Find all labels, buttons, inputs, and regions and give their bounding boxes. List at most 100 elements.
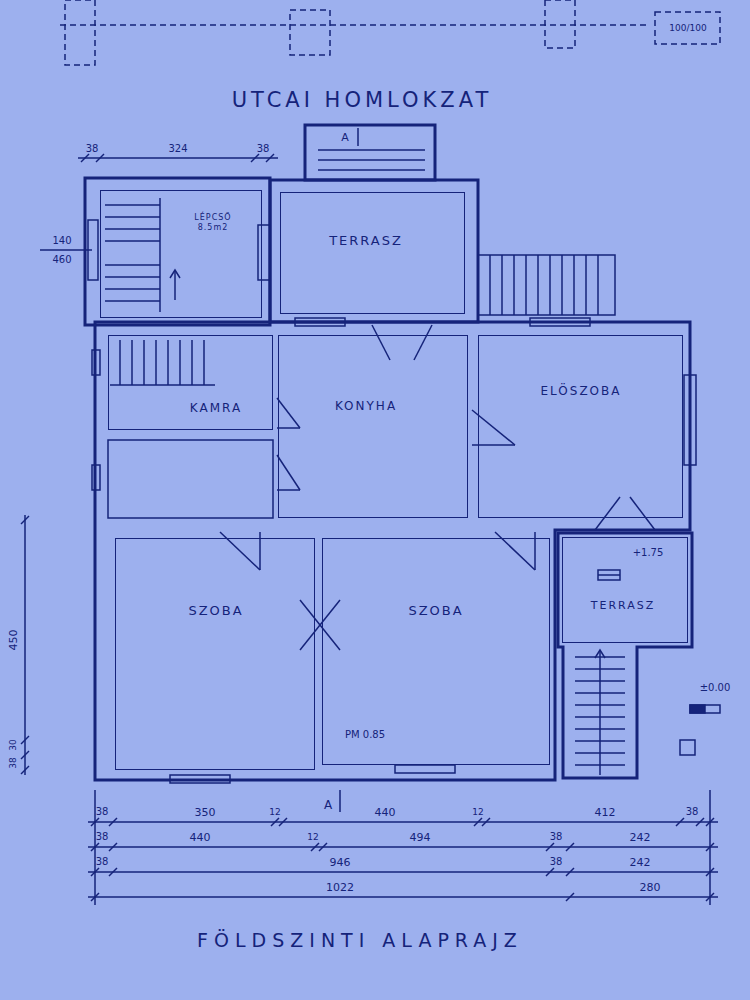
windows [88,220,696,783]
stairs-part [105,228,160,230]
level-markers-part [690,705,705,713]
dimension-label: 946 [330,857,351,868]
stairs-part [318,169,425,171]
stairs-part [549,255,551,315]
stairs-part [170,270,180,278]
room-name: KONYHA [335,399,397,413]
door-swings-part [277,398,300,428]
dimension-label: 38 [686,807,699,817]
door-swings-part [300,600,340,650]
walls-part [305,125,435,180]
room-outline: LÉPCSŐ8.5m2 [100,190,262,318]
plan-caption: FÖLDSZINTI ALAPRAJZ [197,929,523,951]
door-swings-part [277,455,300,490]
bottom-dimension-lines-part [91,893,714,901]
windows-part [258,225,270,280]
dimension-label: 242 [630,832,651,843]
stairs-part [155,340,157,385]
stairs-part [597,255,599,315]
elevation-remnant-part [60,24,650,26]
stairs-part [599,650,601,775]
stairs-part [501,255,503,315]
room-label-group: SZOBA [188,603,243,619]
stairs-part [159,198,161,312]
room-label-group: KONYHA [335,399,397,413]
top-dimension-line-part [81,154,89,162]
door-swings-part [595,497,620,530]
dimension-label: PM 0.85 [345,730,385,740]
level-markers-part [339,790,341,812]
dimension-label: +1.75 [633,548,664,558]
walls [85,125,692,780]
windows-part [88,220,98,280]
plan-title: UTCAI HOMLOKZAT [232,88,493,112]
dimension-label: 242 [630,857,651,868]
windows-part [395,765,455,773]
top-dimension-line-part [21,516,29,524]
elevation-remnant-part [290,10,330,55]
stairs-part [203,340,205,385]
stairs-part [561,255,563,315]
stairs-part [357,128,359,146]
elevation-remnant [60,0,720,65]
stairs-part [478,255,615,315]
top-dimension-line-part [21,736,29,744]
dimension-label: 38 [86,144,99,154]
dimension-label: 460 [52,255,71,265]
room-outline: ELÖSZOBA [478,335,683,518]
stairs-part [131,340,133,385]
dimension-label: 38 [9,757,18,768]
top-dimension-line-part [251,154,259,162]
dimension-label: 140 [52,236,71,246]
dimension-label: ±0.00 [700,683,731,693]
dimension-label: 38 [257,144,270,154]
bottom-dimension-lines-part [88,846,718,848]
level-markers-part [690,705,720,713]
door-swings-part [277,427,300,429]
dimension-label: 38 [96,807,109,817]
room-outline: KONYHA [278,335,468,518]
stairs-part [585,255,587,315]
dimension-label: 12 [269,808,280,817]
stairs-part [105,240,160,242]
walls-part [95,322,690,780]
bottom-dimension-lines-part [91,818,714,826]
dimension-label: A [324,799,332,811]
top-dimension-line-part [24,515,26,775]
windows-part [170,775,230,783]
dimension-label: 12 [307,833,318,842]
top-dimension-line-part [21,766,29,774]
dimension-label: 440 [190,832,211,843]
dimension-label: 494 [410,832,431,843]
dimension-label: 38 [96,832,109,842]
room-label-group: SZOBA [408,603,463,619]
room-outline: SZOBA [115,538,315,770]
stairs-part [105,264,160,266]
stairs-part [119,340,121,385]
stairs-part [105,276,160,278]
room-name: SZOBA [188,603,243,619]
top-dimension-line-part [78,157,278,159]
elevation-remnant-part [65,0,95,65]
elevation-remnant-part [655,12,720,44]
dimension-label: 450 [8,630,19,651]
bottom-dimension-lines-part [88,896,718,898]
door-swings-part [277,489,300,491]
dimension-label: 38 [96,857,109,867]
stairs-part [179,340,181,385]
room-outline: TERRASZ [280,192,465,314]
dimension-label: 1022 [326,882,354,893]
elevation-remnant-part [545,0,575,48]
bottom-dimension-lines-part [88,821,718,823]
level-markers-part [680,740,695,755]
stairs [105,128,625,775]
top-dimension-line-part [96,154,104,162]
bottom-dimension-lines-part [88,871,718,873]
dimension-label: 30 [9,739,18,750]
walls-part [85,178,270,325]
dimension-label: 280 [640,882,661,893]
stairs-part [318,149,425,151]
room-name: ELÖSZOBA [540,384,621,398]
room-label-group: TERRASZ [329,233,403,249]
